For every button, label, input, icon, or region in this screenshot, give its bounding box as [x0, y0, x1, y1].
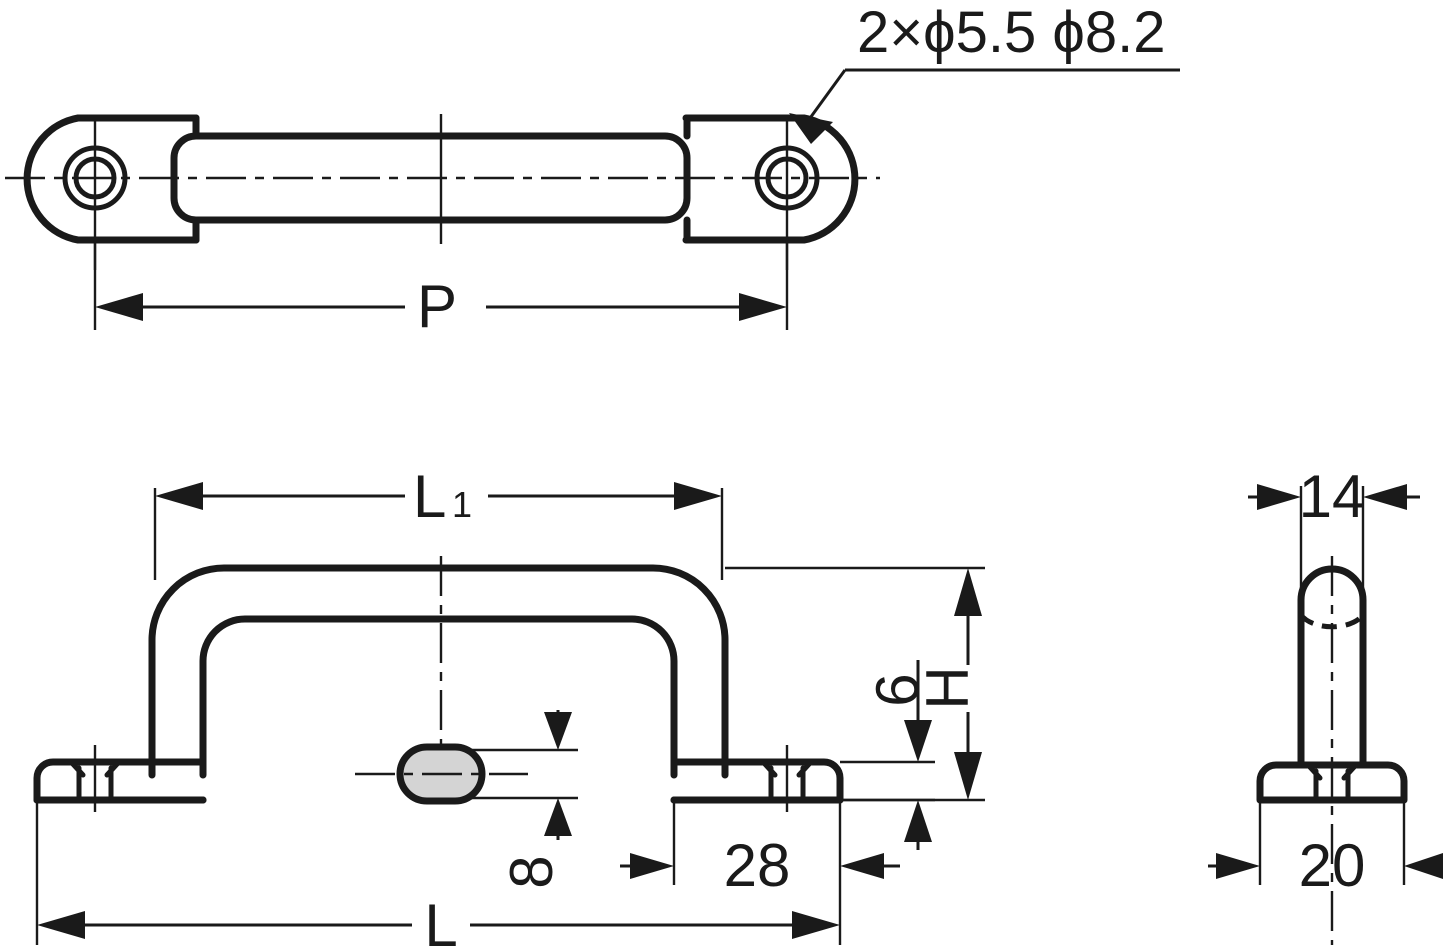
hole-callout-leader: [803, 69, 847, 126]
dimension-8-arrow-bottom: [544, 798, 572, 836]
dimension-20-arrow-left: [1216, 853, 1260, 879]
dimension-20-arrow-right: [1404, 853, 1443, 879]
front-view-left-cs-chamfer-left: [69, 760, 86, 778]
dimension-14-arrow-right: [1363, 484, 1407, 510]
dimension-14-arrow-left: [1257, 484, 1301, 510]
front-view-handle-inner: [199, 615, 678, 779]
front-view: L 1 H 6: [33, 463, 985, 950]
dimension-L: L: [35, 800, 842, 950]
dimension-8-label: 8: [498, 855, 565, 888]
front-view-left-countersink: [69, 745, 121, 812]
front-view-right-cs-chamfer-right: [796, 760, 813, 778]
top-view-left-pad: [23, 114, 200, 244]
top-view: 2×ϕ5.5 ϕ8.2 P: [5, 0, 1180, 340]
side-view-hidden-arc: [1299, 613, 1365, 630]
front-view-right-cs-chamfer-left: [761, 760, 778, 778]
dimension-H-arrow-top: [954, 568, 982, 616]
side-view-cs-chamfer-left: [1306, 763, 1323, 781]
side-view-cs-chamfer-right: [1341, 763, 1358, 781]
dimension-28: 28: [620, 800, 900, 899]
dimension-6-arrow-bottom: [904, 800, 932, 842]
hole-callout-arrowhead: [789, 113, 833, 144]
front-view-left-cs-chamfer-right: [104, 760, 121, 778]
side-view-leg: [1297, 565, 1367, 769]
dimension-28-label: 28: [724, 832, 791, 899]
dimension-P-label: P: [417, 273, 457, 340]
front-view-left-base-pad: [33, 758, 207, 804]
dimension-6-arrow-top: [904, 720, 932, 762]
dimension-6: 6: [840, 660, 935, 850]
dimension-L1-label: L: [413, 463, 446, 530]
front-view-right-countersink: [761, 745, 813, 812]
dimension-28-arrow-right: [840, 853, 884, 879]
dimension-P-arrow-right: [739, 293, 787, 321]
dimension-14-label: 14: [1299, 463, 1366, 530]
dimension-8-arrow-top: [544, 712, 572, 750]
dimension-L1-subscript: 1: [452, 484, 472, 525]
dimension-28-arrow-left: [630, 853, 674, 879]
dimension-L-arrow-left: [37, 911, 85, 939]
dimension-L1: L 1: [153, 463, 724, 580]
side-view-countersink: [1306, 763, 1358, 803]
dimension-6-label: 6: [864, 673, 931, 706]
dimension-L-arrow-right: [792, 911, 840, 939]
dimension-H-arrow-bottom: [954, 752, 982, 800]
dimension-20-label: 20: [1299, 832, 1366, 899]
front-view-right-base-pad: [670, 758, 844, 804]
front-view-handle-outer: [148, 564, 729, 779]
side-view: 14 20: [1208, 463, 1443, 945]
dimension-L1-arrow-right: [674, 482, 722, 510]
hole-callout-text: 2×ϕ5.5 ϕ8.2: [857, 0, 1165, 65]
dimension-20: 20: [1208, 800, 1443, 899]
hole-callout: 2×ϕ5.5 ϕ8.2: [789, 0, 1180, 144]
dimension-H-label: H: [914, 666, 981, 709]
dimension-8: 8: [470, 710, 578, 889]
dimension-P: P: [93, 240, 789, 340]
top-view-bar: [170, 132, 691, 224]
dimension-14: 14: [1248, 463, 1420, 600]
dimension-L-label: L: [424, 892, 457, 950]
dimension-P-arrow-left: [95, 293, 143, 321]
dimension-L1-arrow-left: [155, 482, 203, 510]
